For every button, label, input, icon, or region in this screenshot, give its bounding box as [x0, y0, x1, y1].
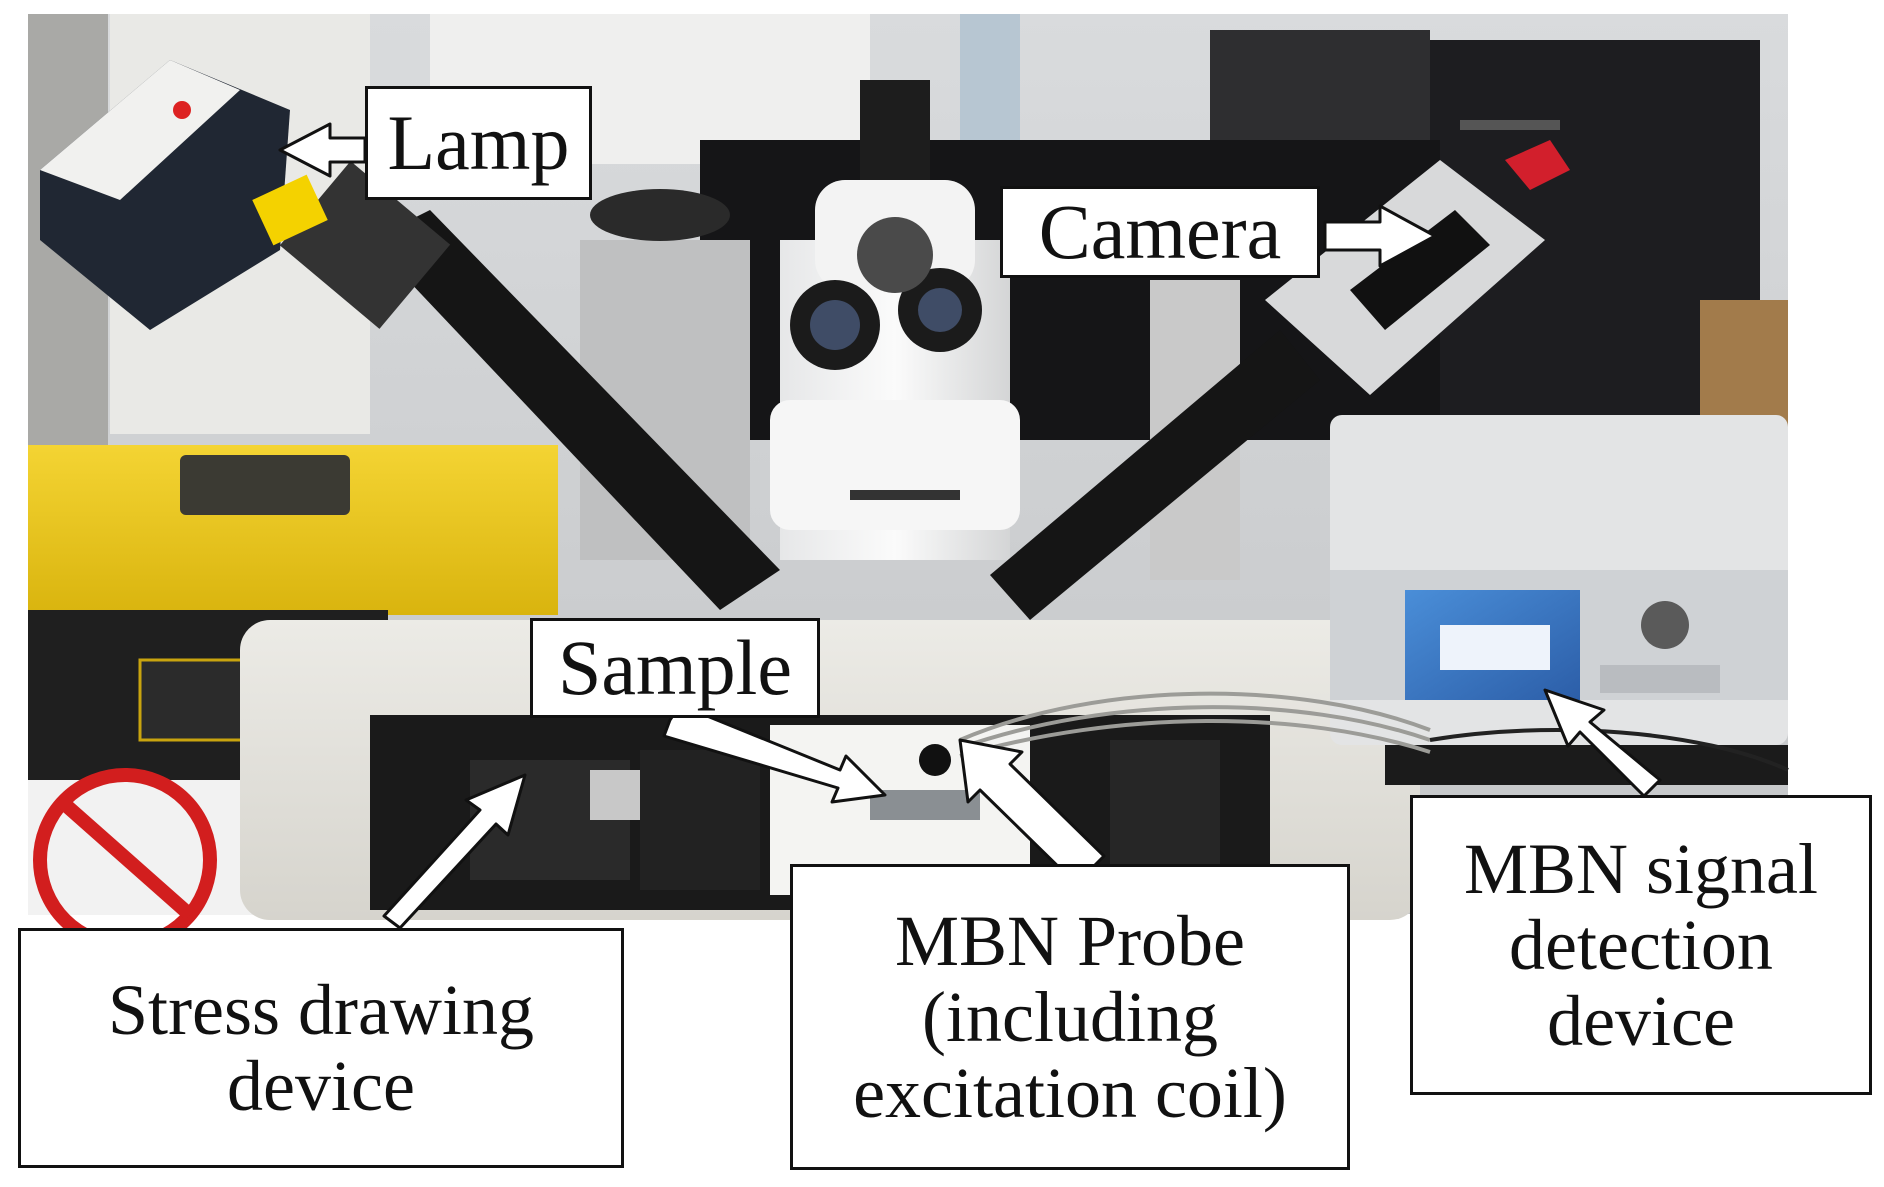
label-camera-text: Camera: [1038, 187, 1282, 275]
label-stress-device-text: Stress drawing device: [108, 969, 534, 1126]
microscope: [580, 80, 1240, 580]
label-stress-device: Stress drawing device: [18, 928, 624, 1168]
camera-arrow-icon: [1323, 204, 1437, 268]
optical-arms: [279, 161, 1320, 620]
label-mbn-detector: MBN signal detection device: [1410, 795, 1872, 1095]
sample-strip: [870, 790, 980, 820]
stress-arrow-icon: [382, 773, 527, 930]
label-camera: Camera: [1000, 186, 1320, 278]
detector-arrow-icon: [1543, 688, 1662, 798]
camera-body: [1265, 140, 1570, 395]
probe-arrow-icon: [958, 738, 1106, 884]
mbn-probe-head: [919, 744, 951, 776]
label-sample-text: Sample: [558, 623, 792, 711]
label-sample: Sample: [530, 618, 820, 718]
label-lamp-text: Lamp: [387, 98, 570, 186]
mbn-detection-device: [1330, 415, 1788, 785]
projector-box: [1210, 30, 1430, 140]
probe-cables: [959, 691, 1789, 772]
lamp-arrow-icon: [278, 122, 367, 178]
annotation-arrows: [278, 122, 1662, 930]
label-mbn-probe-text: MBN Probe (including excitation coil): [853, 900, 1287, 1134]
label-lamp: Lamp: [365, 86, 592, 200]
sample-arrow-icon: [662, 703, 887, 804]
label-mbn-probe: MBN Probe (including excitation coil): [790, 864, 1350, 1170]
warning-sign-icon: [28, 768, 258, 952]
lamp-housing: [40, 60, 328, 330]
label-mbn-detector-text: MBN signal detection device: [1463, 828, 1819, 1062]
